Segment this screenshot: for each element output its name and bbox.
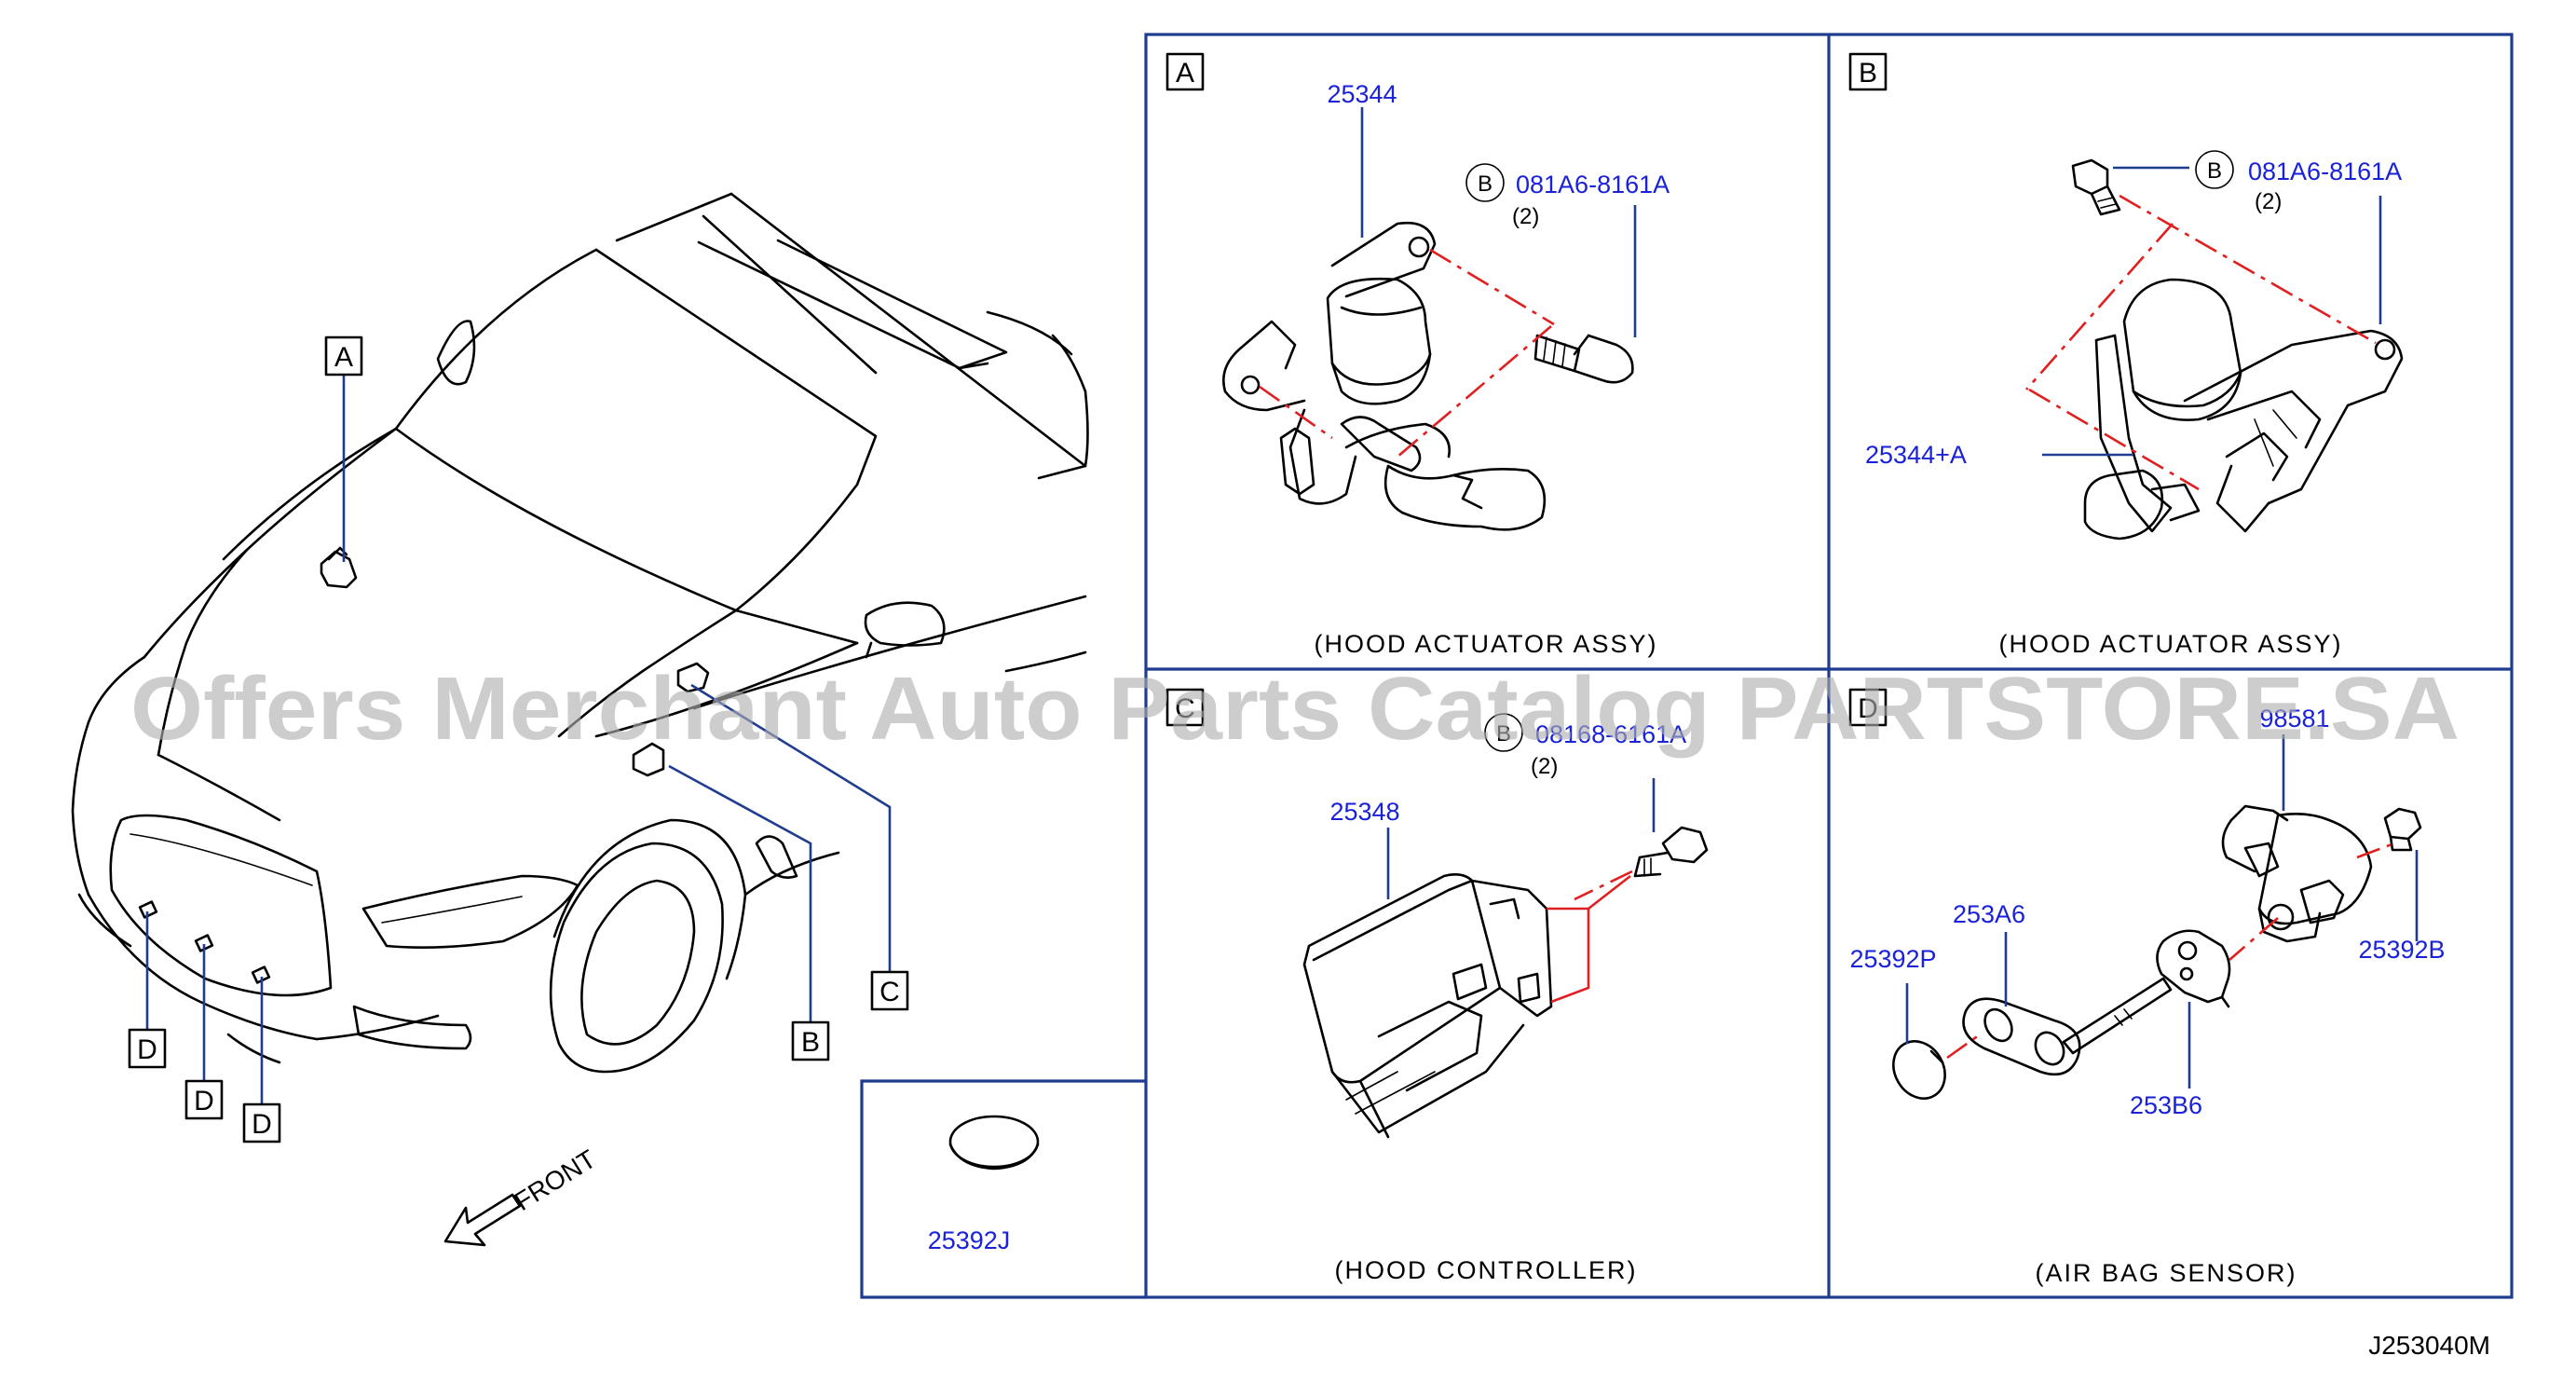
- part-number-98581: 98581: [2259, 705, 2329, 733]
- bolt-b: [2071, 158, 2121, 216]
- svg-text:A: A: [1176, 58, 1194, 89]
- sensor-plate: [1962, 997, 2081, 1076]
- sensor-clip: [1892, 1040, 1946, 1100]
- part-number-25392p: 25392P: [1849, 945, 1936, 973]
- bolt-reference-circle: [1465, 163, 1505, 202]
- panel-d-letter-box: [1848, 688, 1888, 727]
- part-number-25392b: 25392B: [2358, 936, 2445, 964]
- part-number-25344: 25344: [1327, 80, 1397, 108]
- panel-b-caption: (HOOD ACTUATOR ASSY): [1998, 630, 2342, 658]
- sensor-stud: [2062, 977, 2173, 1055]
- svg-text:A: A: [334, 342, 353, 373]
- car-callout-a: A: [324, 335, 363, 377]
- car-callout-c: C: [870, 970, 909, 1011]
- hood-controller: [1302, 873, 1553, 1139]
- car-callout-d3: D: [242, 1102, 281, 1143]
- sensor-nut: [2383, 807, 2422, 852]
- panel-d: D: [1848, 688, 2446, 1287]
- bolt-reference-circle: [2195, 150, 2234, 189]
- svg-text:B: B: [1496, 721, 1511, 746]
- air-bag-sensor: [2221, 804, 2373, 943]
- panel-a: A: [1165, 52, 1670, 658]
- panel-a-letter-box: [1165, 52, 1205, 91]
- car-callout-d1: D: [128, 1028, 167, 1069]
- panel-d-caption: (AIR BAG SENSOR): [2035, 1259, 2297, 1287]
- bolt-part-number: 081A6-8161A: [2248, 157, 2402, 185]
- cap-plug: [948, 1115, 1040, 1169]
- car-illustration: [71, 192, 1089, 1074]
- front-label: FRONT: [510, 1144, 601, 1216]
- sensor-bracket: [2156, 929, 2231, 1008]
- svg-text:B: B: [2207, 158, 2222, 184]
- car-callout-b: B: [791, 1020, 830, 1061]
- svg-text:D: D: [137, 1034, 157, 1065]
- svg-text:D: D: [1858, 693, 1878, 724]
- svg-text:B: B: [801, 1027, 820, 1058]
- bolt-a: [1533, 334, 1634, 384]
- panel-c: C 25348 B 08168-6161A: [1165, 688, 1709, 1284]
- watermark-text: Offers Merchant Auto Parts Catalog PARTS…: [130, 659, 2460, 759]
- panel-c-letter-box: [1165, 688, 1205, 727]
- part-number-25344-a: 25344+A: [1865, 441, 1967, 469]
- panel-b-letter-box: [1848, 52, 1888, 91]
- diagram-id: J253040M: [2368, 1331, 2490, 1360]
- svg-text:D: D: [194, 1086, 214, 1116]
- svg-text:D: D: [252, 1109, 272, 1140]
- part-number-253a6: 253A6: [1953, 900, 2025, 928]
- bolt-quantity: (2): [1512, 204, 1539, 229]
- car-callout-d2: D: [184, 1079, 224, 1120]
- hood-actuator-a: [1222, 221, 1547, 531]
- panel-b: B B 081A6-8161: [1848, 52, 2404, 658]
- panel-a-caption: (HOOD ACTUATOR ASSY): [1314, 630, 1657, 658]
- bolt-reference-circle: [1484, 713, 1523, 752]
- part-number-25348: 25348: [1329, 798, 1399, 826]
- svg-text:B: B: [1859, 58, 1877, 89]
- bolt-quantity: (2): [2255, 189, 2282, 214]
- svg-text:C: C: [1175, 693, 1195, 724]
- svg-text:B: B: [1478, 171, 1492, 197]
- car-callout-leaders: [145, 375, 892, 1104]
- bolt-part-number: 08168-6161A: [1535, 720, 1686, 748]
- bolt-quantity: (2): [1531, 754, 1558, 779]
- hood-actuator-b: [2083, 278, 2404, 541]
- panel-c-caption: (HOOD CONTROLLER): [1334, 1256, 1637, 1284]
- panel-frames: [860, 33, 2514, 1299]
- bolt-c: [1633, 826, 1709, 878]
- bolt-part-number: 081A6-8161A: [1516, 171, 1670, 199]
- part-number-253b6: 253B6: [2130, 1091, 2202, 1119]
- panel-j: 25392J: [928, 1115, 1040, 1254]
- front-direction-arrow: FRONT: [443, 1144, 601, 1247]
- part-number-25392j: 25392J: [928, 1226, 1011, 1254]
- svg-text:C: C: [879, 977, 900, 1007]
